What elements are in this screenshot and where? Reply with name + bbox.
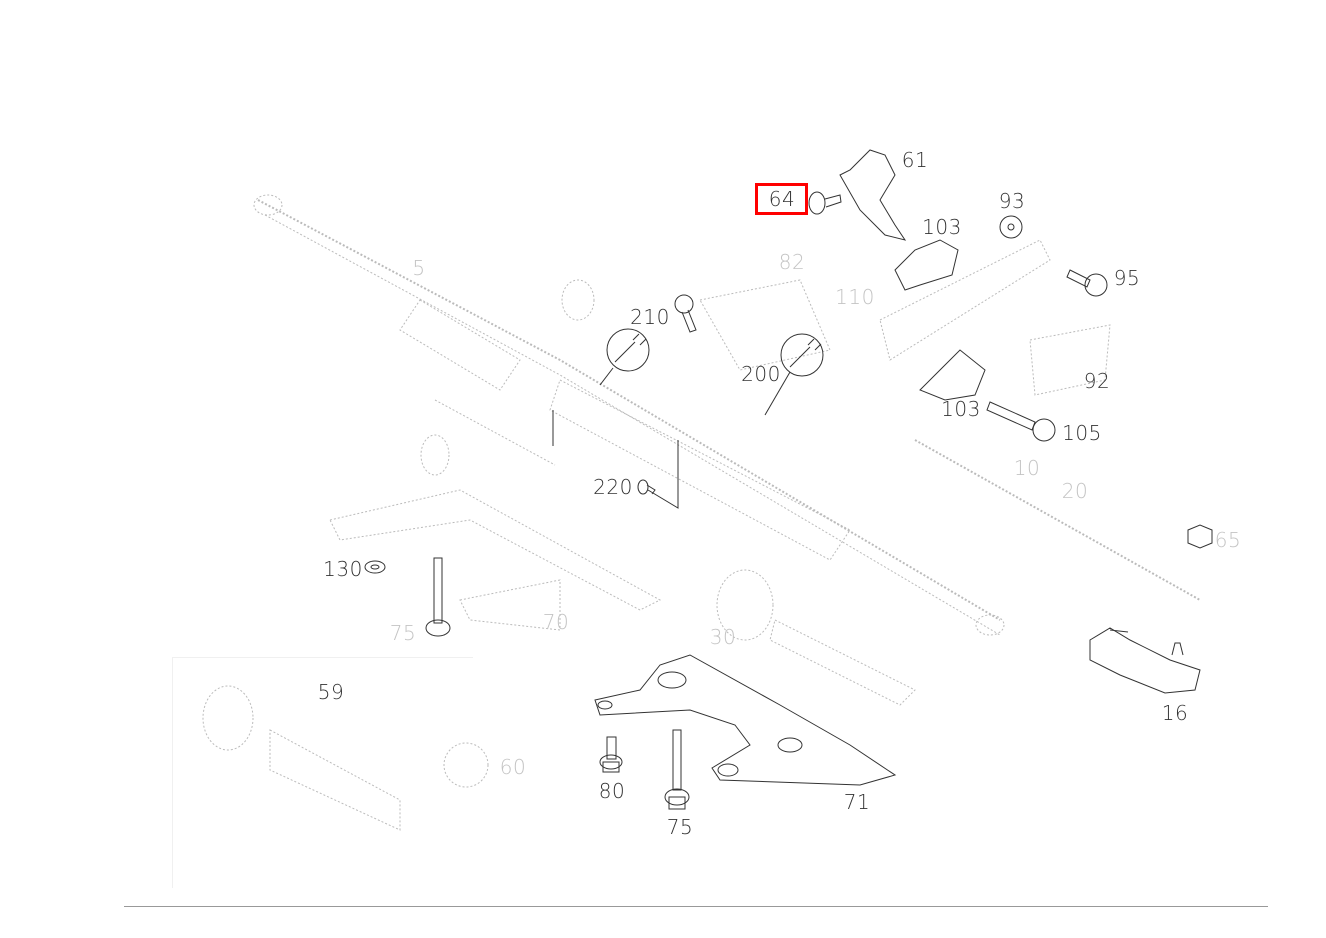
part-95-bolt xyxy=(1066,269,1108,297)
part-75-bolt xyxy=(425,557,451,637)
part-label-60[interactable]: 60 xyxy=(499,755,527,779)
part-label-95[interactable]: 95 xyxy=(1113,266,1141,290)
part-label-92[interactable]: 92 xyxy=(1083,369,1111,393)
part-103-mount xyxy=(919,349,986,401)
part-220-bolt xyxy=(637,479,656,495)
part-label-105[interactable]: 105 xyxy=(1062,421,1102,445)
part-64-bolt xyxy=(808,191,842,215)
part-71-subframe xyxy=(594,654,897,786)
part-130-washer xyxy=(364,560,386,574)
page-divider xyxy=(124,906,1268,907)
part-label-220[interactable]: 220 xyxy=(593,475,633,499)
part-label-82[interactable]: 82 xyxy=(778,250,806,274)
part-label-20[interactable]: 20 xyxy=(1061,479,1089,503)
part-label-65[interactable]: 65 xyxy=(1214,528,1242,552)
part-label-59[interactable]: 59 xyxy=(317,680,345,704)
part-61-bracket xyxy=(839,149,907,241)
part-210-bolt xyxy=(674,294,697,333)
part-label-80[interactable]: 80 xyxy=(598,779,626,803)
part-label-70[interactable]: 70 xyxy=(542,610,570,634)
part-label-110[interactable]: 110 xyxy=(835,285,875,309)
steering-rack-faded xyxy=(202,194,1201,831)
part-label-75a[interactable]: 75 xyxy=(389,621,417,645)
part-label-64[interactable]: 64 xyxy=(768,187,796,211)
part-label-5[interactable]: 5 xyxy=(412,256,426,280)
part-label-130[interactable]: 130 xyxy=(323,557,363,581)
part-label-10[interactable]: 10 xyxy=(1013,456,1041,480)
part-label-103a[interactable]: 103 xyxy=(922,215,962,239)
part-75-bolt xyxy=(664,729,690,810)
part-label-30[interactable]: 30 xyxy=(709,625,737,649)
part-label-75b[interactable]: 75 xyxy=(666,815,694,839)
part-label-71[interactable]: 71 xyxy=(843,790,871,814)
part-label-210[interactable]: 210 xyxy=(630,305,670,329)
part-16-arm xyxy=(1089,627,1201,694)
part-103-mount xyxy=(894,239,959,291)
part-label-93[interactable]: 93 xyxy=(998,189,1026,213)
leader-line xyxy=(647,440,679,509)
part-label-61[interactable]: 61 xyxy=(901,148,929,172)
part-65-nut xyxy=(1187,524,1213,549)
part-80-bolt xyxy=(599,736,623,773)
detail-panel-border xyxy=(172,657,473,888)
part-93-nut xyxy=(999,215,1023,239)
part-label-200[interactable]: 200 xyxy=(741,362,781,386)
part-label-16[interactable]: 16 xyxy=(1161,701,1189,725)
highlight-box-64 xyxy=(755,183,808,215)
part-105-bolt xyxy=(986,401,1056,442)
part-label-103b[interactable]: 103 xyxy=(941,397,981,421)
wrench-icon xyxy=(599,328,650,386)
wrench-icon xyxy=(764,333,824,416)
